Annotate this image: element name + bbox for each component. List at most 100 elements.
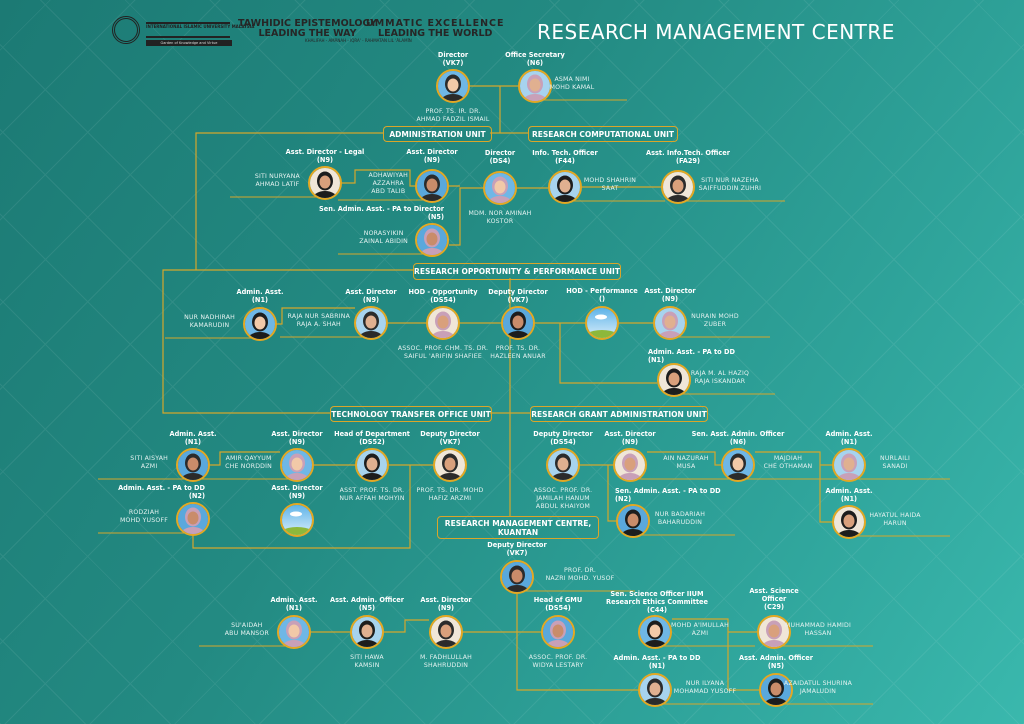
- person-silhouette-icon: [245, 309, 275, 339]
- person-role: Sen. Asst. Admin. Officer (N6): [691, 430, 785, 446]
- person-photo: [657, 363, 691, 397]
- person-photo: [500, 560, 534, 594]
- person-name: MAJDIAH CHE OTHAMAN: [763, 455, 813, 470]
- landscape-placeholder-icon: [587, 308, 617, 338]
- person-photo: [661, 170, 695, 204]
- person-silhouette-icon: [761, 675, 791, 705]
- person-photo: [429, 615, 463, 649]
- person-name: SITI AISYAH AZMI: [130, 455, 168, 470]
- person-silhouette-icon: [640, 675, 670, 705]
- person-name: PROF. DR. NAZRI MOHD. YUSOF: [545, 567, 615, 582]
- person-name: PROF. TS. DR. HAZLEEN ANUAR: [490, 345, 546, 360]
- slogan-left-line-2: LEADING THE WAY: [258, 28, 357, 39]
- logo-arabic-script: [146, 16, 230, 24]
- person-silhouette-icon: [431, 617, 461, 647]
- person-role: Head of Department (DS52): [334, 430, 410, 446]
- person-photo: [501, 306, 535, 340]
- person-name: MOHD SHAHRIN SAAT: [583, 177, 637, 192]
- person-role: Admin. Asst. (N1): [236, 288, 284, 304]
- person-role: Admin. Asst. - PA to DD (N1): [648, 348, 735, 364]
- person-name: MOHD A'IMULLAH AZMI: [671, 622, 729, 637]
- person-name: SU'AIDAH ABU MANSOR: [224, 622, 269, 637]
- core-values: KHALIFAH - AMĀNAH - IQRA' - RAHMATAN LIL…: [305, 38, 412, 43]
- person-role: Asst. Science Officer (C29): [749, 587, 799, 611]
- person-role: Deputy Director (VK7): [487, 541, 547, 557]
- person-photo: [616, 504, 650, 538]
- person-silhouette-icon: [663, 172, 693, 202]
- person-photo: [613, 448, 647, 482]
- person-role: Deputy Director (DS54): [533, 430, 593, 446]
- person-silhouette-icon: [178, 504, 208, 534]
- person-silhouette-icon: [357, 450, 387, 480]
- person-name: NURLAILI SANADI: [880, 455, 910, 470]
- slogan-right-line-2: LEADING THE WORLD: [378, 28, 493, 39]
- slogan-right: UMMATIC EXCELLENCE LEADING THE WORLD: [366, 19, 504, 39]
- person-name: RODZIAH MOHD YUSOFF: [119, 509, 168, 524]
- unit-research-computational: RESEARCH COMPUTATIONAL UNIT: [528, 126, 678, 142]
- landscape-placeholder-icon: [282, 505, 312, 535]
- person-silhouette-icon: [723, 450, 753, 480]
- person-name: PROF. TS. IR. DR. AHMAD FADZIL ISMAIL: [416, 108, 490, 123]
- unit-research-opportunity-performance: RESEARCH OPPORTUNITY & PERFORMANCE UNIT: [413, 263, 621, 280]
- person-name: MDM. NOR AMINAH KOSTOR: [468, 210, 532, 225]
- person-photo: [638, 615, 672, 649]
- person-name: NURAIN MOHD ZUBER: [691, 313, 739, 328]
- person-name: RAJA NUR SABRINA RAJA A. SHAH: [287, 313, 350, 328]
- person-name: PROF. TS. DR. MOHD HAFIZ ARZMI: [416, 487, 484, 502]
- person-silhouette-icon: [485, 173, 515, 203]
- person-photo: [415, 223, 449, 257]
- person-name: ASSOC. PROF. DR. JAMILAH HANUM ABDUL KHA…: [533, 487, 593, 510]
- person-name: ADHAWIYAH AZZAHRA ABD TALIB: [368, 172, 408, 195]
- person-photo: [757, 615, 791, 649]
- person-silhouette-icon: [615, 450, 645, 480]
- person-role: Sen. Admin. Asst. - PA to DD (N2): [615, 487, 721, 503]
- person-silhouette-icon: [550, 172, 580, 202]
- person-role: Asst. Director (N9): [271, 484, 323, 500]
- slogan-right-line-1: UMMATIC EXCELLENCE: [366, 18, 505, 29]
- person-silhouette-icon: [548, 450, 578, 480]
- person-photo: [436, 69, 470, 103]
- person-name: AIN NAZURAH MUSA: [663, 455, 709, 470]
- person-name: NUR ILYANA MOHAMAD YUSOFF: [673, 680, 737, 695]
- person-name: ASSOC. PROF. DR. WIDYA LESTARY: [528, 654, 588, 669]
- person-role: Admin. Asst. (N1): [825, 430, 873, 446]
- person-name: AZAIDATUL SHURINA JAMALUDIN: [783, 680, 853, 695]
- person-silhouette-icon: [438, 71, 468, 101]
- unit-research-grant-administration: RESEARCH GRANT ADMINISTRATION UNIT: [530, 406, 708, 422]
- person-role: Asst. Info.Tech. Officer (FA29): [645, 149, 731, 165]
- person-photo: [541, 615, 575, 649]
- person-silhouette-icon: [417, 225, 447, 255]
- person-name: MUHAMMAD HAMIDI HASSAN: [784, 622, 852, 637]
- person-role: Sen. Science Officer IIUM Research Ethic…: [606, 590, 708, 614]
- person-role: Asst. Director (N9): [345, 288, 397, 304]
- person-role: Admin. Asst. (N1): [270, 596, 318, 612]
- person-name: NUR BADARIAH BAHARUDDIN: [654, 511, 706, 526]
- person-photo: [277, 615, 311, 649]
- unit-administration: ADMINISTRATION UNIT: [383, 126, 492, 142]
- iium-emblem-icon: [112, 16, 140, 44]
- person-photo: [759, 673, 793, 707]
- slogan-left: TAWHIDIC EPISTEMOLOGY LEADING THE WAY: [238, 19, 377, 39]
- person-name: AMIR QAYYUM CHE NORDDIN: [225, 455, 272, 470]
- person-silhouette-icon: [640, 617, 670, 647]
- person-silhouette-icon: [659, 365, 689, 395]
- person-role: Director (DS4): [484, 149, 516, 165]
- logo-arabic-script-2: [146, 30, 230, 38]
- person-role: Asst. Director (N9): [271, 430, 323, 446]
- person-name: ASMA NIMI MOHD KAMAL: [549, 76, 595, 91]
- person-role: Asst. Director (N9): [604, 430, 656, 446]
- person-silhouette-icon: [310, 168, 340, 198]
- person-silhouette-icon: [279, 617, 309, 647]
- person-role: Admin. Asst. - PA to DD (N1): [613, 654, 701, 670]
- person-silhouette-icon: [178, 450, 208, 480]
- person-silhouette-icon: [520, 71, 550, 101]
- person-role: Director (VK7): [437, 51, 469, 67]
- person-silhouette-icon: [417, 171, 447, 201]
- person-photo: [433, 448, 467, 482]
- person-silhouette-icon: [435, 450, 465, 480]
- person-silhouette-icon: [618, 506, 648, 536]
- person-silhouette-icon: [655, 308, 685, 338]
- person-photo: [308, 166, 342, 200]
